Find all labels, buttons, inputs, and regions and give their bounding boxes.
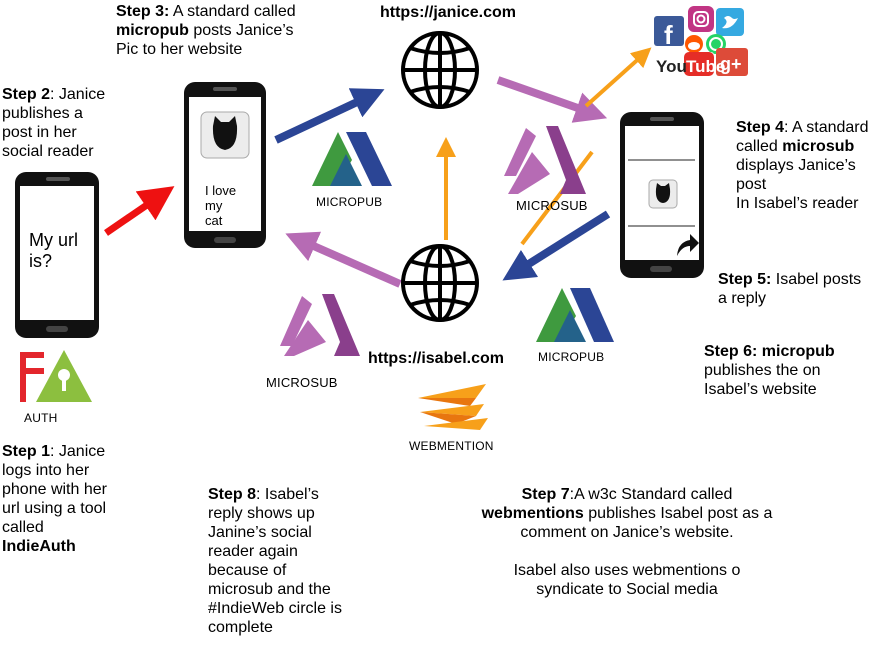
svg-text:f: f: [664, 20, 673, 50]
cat-thumbnail-icon: [655, 183, 671, 203]
microsub-logo-isabel: [504, 126, 586, 194]
micropub-label-janice: MICROPUB: [316, 195, 383, 209]
arrow-syndicate-to-social: [584, 47, 652, 108]
webmention-logo: [418, 384, 488, 430]
arrow-janice-to-isabel-reader: [496, 76, 608, 123]
janice-url: https://janice.com: [380, 4, 517, 21]
instagram-icon: [688, 6, 714, 32]
youtube-wordmark: You: [656, 57, 687, 76]
phone-isabel-reader: [620, 112, 704, 278]
cat-icon: [212, 116, 238, 150]
phone-login: [15, 172, 99, 338]
phone-janice-reader: [184, 82, 266, 248]
arrow-webmention-to-social: [520, 150, 594, 246]
arrow-login-to-reader: [104, 186, 175, 236]
micropub-label-isabel: MICROPUB: [538, 350, 605, 364]
webmention-label: WEBMENTION: [409, 439, 494, 453]
auth-label: AUTH: [24, 411, 58, 425]
reply-arrow-icon: [677, 234, 699, 256]
social-media-icons: f: [654, 6, 748, 76]
micropub-logo-isabel: [536, 288, 614, 342]
microsub-label-janice: MICROSUB: [266, 375, 338, 390]
google-plus-icon: [716, 48, 748, 76]
auth-logo: [20, 350, 92, 402]
facebook-icon: [654, 16, 684, 46]
arrow-reply-to-isabel-site: [502, 210, 611, 281]
google-plus-wordmark: g+: [720, 54, 742, 74]
youtube-wordmark-tube: Tube: [686, 57, 725, 76]
microsub-logo-janice: [280, 294, 360, 356]
micropub-logo-janice: [312, 132, 392, 186]
arrow-micropub-to-janice: [274, 88, 385, 144]
microsub-label-isabel: MICROSUB: [516, 198, 588, 213]
globe-isabel: [401, 244, 479, 322]
arrow-isabel-site-to-janice-reader: [285, 231, 402, 288]
isabel-url: https://isabel.com: [368, 350, 505, 367]
globe-janice: [401, 31, 479, 109]
